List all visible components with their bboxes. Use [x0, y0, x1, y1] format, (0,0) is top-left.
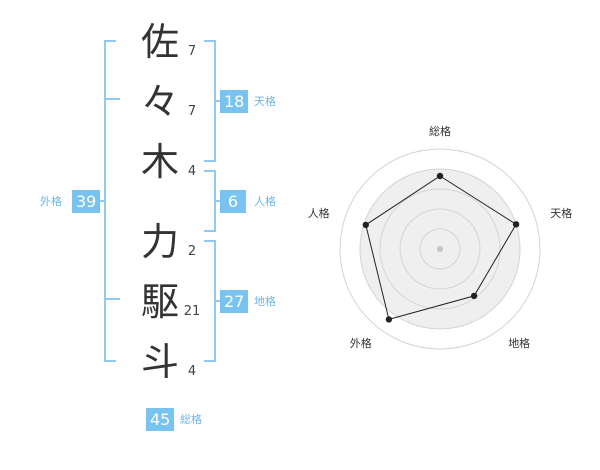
- gaikaku-label: 外格: [40, 195, 62, 208]
- radar-label-5: 人格: [308, 206, 330, 220]
- stroke-count-3: 4: [187, 164, 197, 179]
- bracket-tick: [106, 98, 120, 100]
- gaikaku-value: 39: [72, 190, 101, 213]
- radar-point-3: [470, 292, 478, 300]
- radar-label-1: 総格: [429, 124, 451, 138]
- radar-point-4: [385, 316, 393, 323]
- bracket-connector: [96, 200, 106, 202]
- stroke-count-6: 4: [187, 364, 197, 379]
- name-char-4: 力: [140, 220, 179, 264]
- radar-point-2: [512, 221, 520, 228]
- bracket-connector: [214, 300, 222, 302]
- radar-ring: [379, 188, 501, 310]
- tenkaku-value: 18: [220, 90, 249, 113]
- stroke-count-1: 7: [187, 44, 197, 59]
- radar-label-3: 地格: [508, 336, 530, 350]
- stroke-count-5: 21: [183, 304, 201, 319]
- jinkaku-label: 人格: [254, 195, 276, 208]
- bracket-connector: [214, 100, 222, 102]
- radar-ring: [359, 168, 521, 330]
- name-char-3: 木: [140, 140, 179, 184]
- radar-point-1: [436, 172, 444, 180]
- name-char-5: 駆: [140, 280, 179, 324]
- radar-ring: [399, 208, 481, 290]
- name-char-6: 斗: [140, 340, 179, 384]
- stroke-count-2: 7: [187, 104, 197, 119]
- radar-label-4: 外格: [350, 336, 372, 350]
- chikaku-label: 地格: [254, 295, 276, 308]
- radar-ring: [419, 228, 461, 270]
- radar-center-dot: [437, 246, 443, 252]
- soukaku-label: 総格: [180, 413, 202, 426]
- radar-polygon: [365, 175, 517, 321]
- chikaku-value: 27: [220, 290, 249, 313]
- name-char-2: 々: [140, 80, 179, 124]
- name-char-1: 佐: [140, 20, 179, 64]
- stroke-count-4: 2: [187, 244, 197, 259]
- radar-point-5: [362, 221, 369, 229]
- radar-label-2: 天格: [550, 206, 572, 220]
- radar-ring: [339, 148, 541, 350]
- bracket-tick: [106, 298, 120, 300]
- soukaku-value: 45: [146, 408, 175, 431]
- bracket-connector: [214, 200, 222, 202]
- jinkaku-value: 6: [220, 190, 246, 213]
- tenkaku-label: 天格: [254, 95, 276, 108]
